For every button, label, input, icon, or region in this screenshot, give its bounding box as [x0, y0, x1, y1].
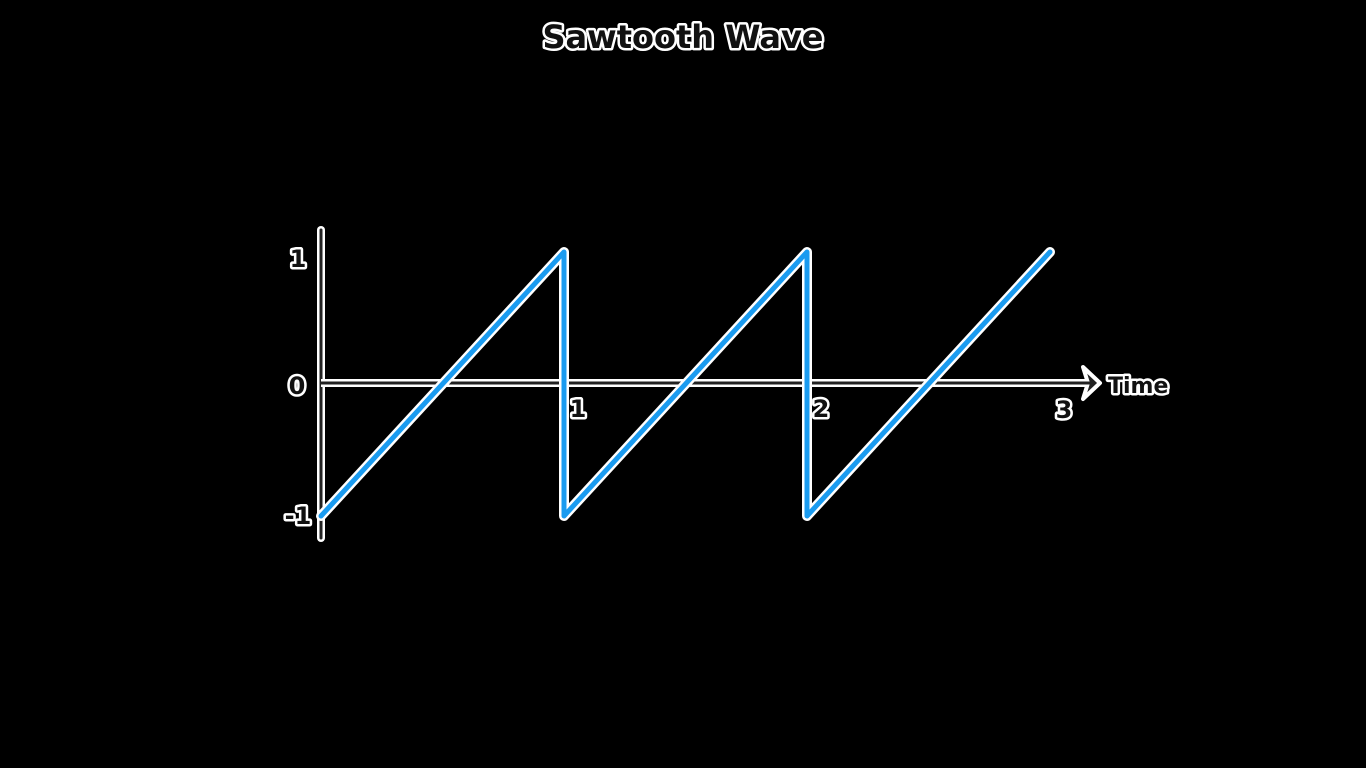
sawtooth-series — [316, 247, 1055, 521]
y-tick-label: 0 — [289, 372, 306, 400]
x-axis-label: Time — [1108, 374, 1168, 399]
chart-title: Sawtooth Wave — [543, 18, 824, 56]
y-tick-label: 1 — [290, 245, 307, 273]
y-tick-label: -1 — [285, 502, 312, 530]
x-tick-label: 1 — [570, 395, 587, 423]
x-tick-label: 2 — [813, 395, 830, 423]
x-tick-label: 3 — [1056, 396, 1073, 424]
